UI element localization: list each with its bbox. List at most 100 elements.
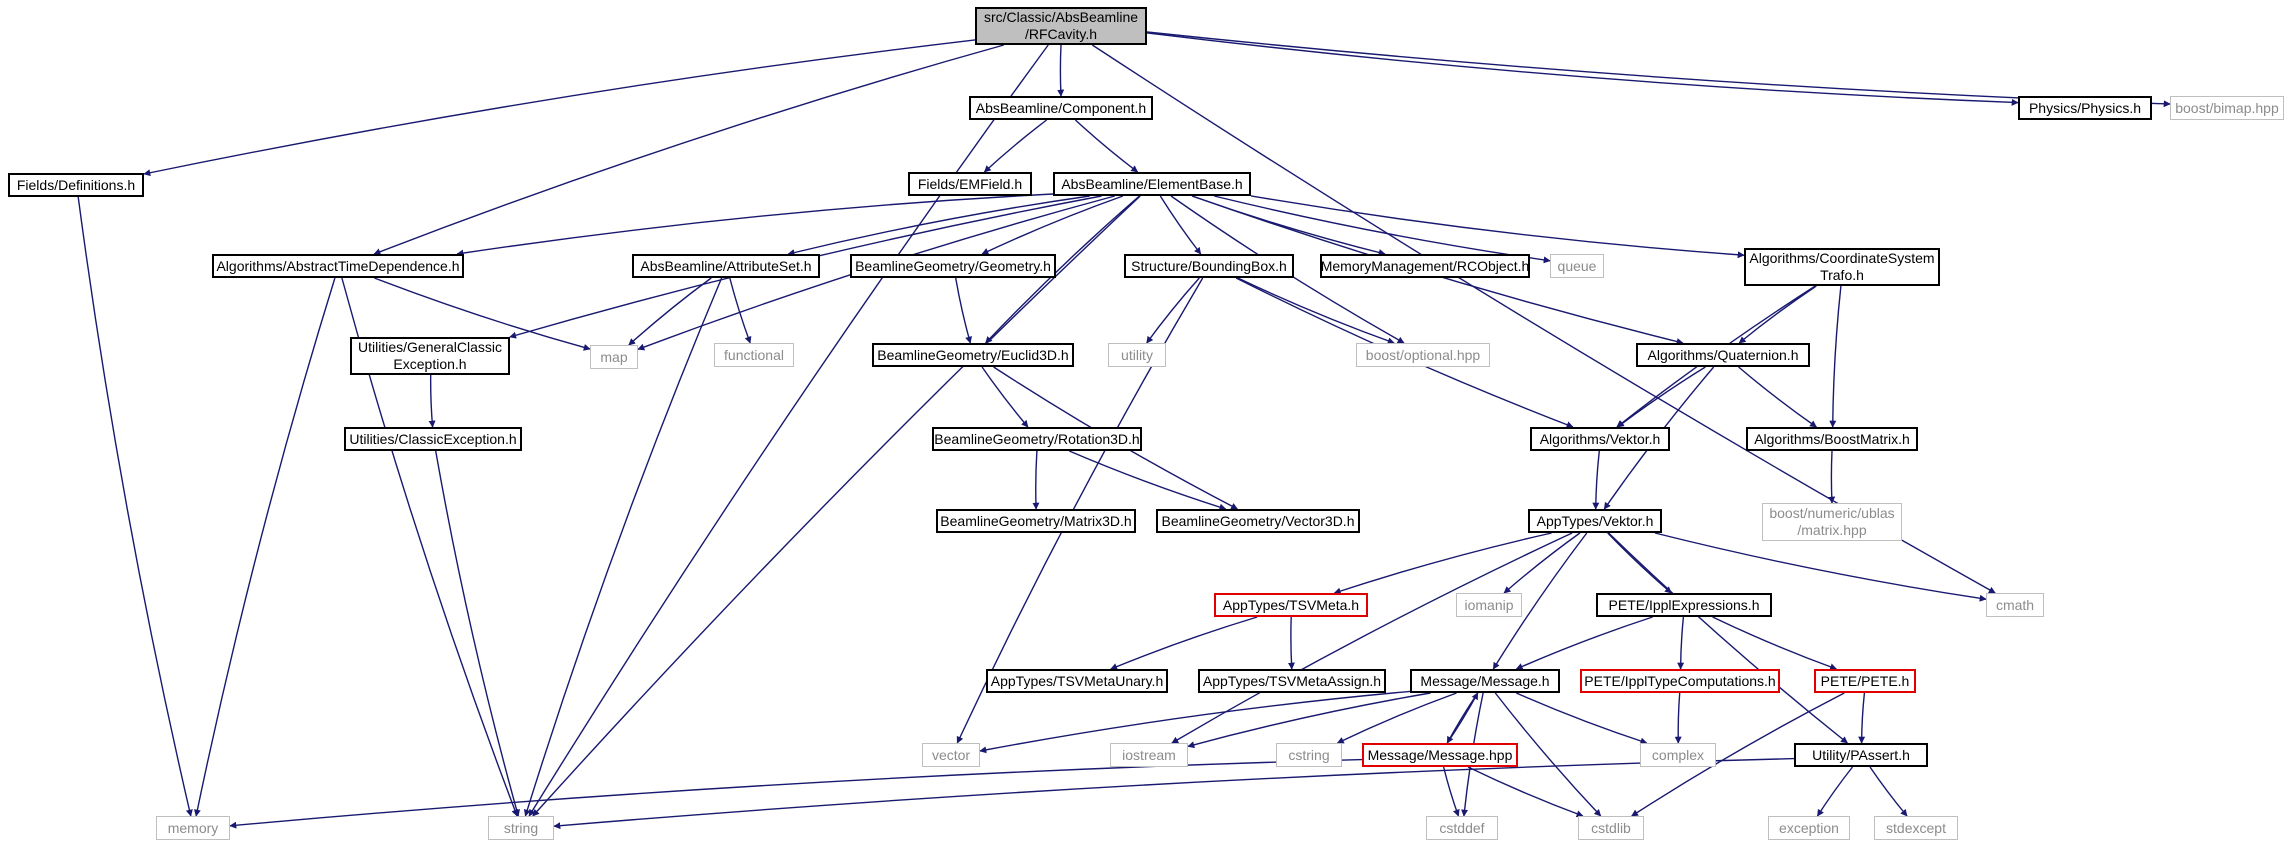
- edge-appvektor-to-message: [1492, 532, 1588, 670]
- edge-elementbase-to-euclid3d: [985, 195, 1140, 344]
- node-abstracttimedependence-h[interactable]: Algorithms/AbstractTimeDependence.h: [212, 254, 464, 278]
- edge-rotation3d-to-matrix3d: [1032, 450, 1040, 510]
- node-stdexcept: stdexcept: [1874, 816, 1958, 840]
- node-component-h[interactable]: AbsBeamline/Component.h: [969, 96, 1153, 120]
- node-euclid3d-h[interactable]: BeamlineGeometry/Euclid3D.h: [872, 343, 1074, 367]
- edge-passert-to-stdexcept: [1869, 766, 1908, 817]
- node-apptypes-vektor-h[interactable]: AppTypes/Vektor.h: [1528, 509, 1662, 533]
- edge-appvektor-to-tsvmeta: [1333, 532, 1552, 595]
- node-message-h[interactable]: Message/Message.h: [1410, 669, 1560, 693]
- edge-pete-to-passert: [1858, 692, 1866, 744]
- node-passert-h[interactable]: Utility/PAssert.h: [1794, 743, 1928, 767]
- node-boundingbox-h[interactable]: Structure/BoundingBox.h: [1124, 254, 1294, 278]
- node-cstring: cstring: [1276, 743, 1342, 767]
- node-string: string: [488, 816, 554, 840]
- edge-classicexc-to-string: [435, 450, 520, 817]
- edge-elementbase-to-rcobject: [1191, 195, 1386, 256]
- node-message-hpp[interactable]: Message/Message.hpp: [1362, 743, 1518, 767]
- edge-rfcavity-to-definitions: [143, 39, 976, 177]
- edge-appvektor-to-passert: [1608, 532, 1848, 744]
- node-queue: queue: [1550, 254, 1604, 278]
- edge-ippltype-to-complex: [1674, 692, 1682, 744]
- node-boostmatrix-h[interactable]: Algorithms/BoostMatrix.h: [1746, 427, 1918, 451]
- node-exception: exception: [1768, 816, 1850, 840]
- edge-elementbase-to-geometry: [981, 195, 1124, 255]
- node-rfcavity-h: src/Classic/AbsBeamline /RFCavity.h: [975, 7, 1147, 45]
- node-rotation3d-h[interactable]: BeamlineGeometry/Rotation3D.h: [932, 427, 1142, 451]
- node-iostream: iostream: [1110, 743, 1188, 767]
- edge-abstracttime-to-map: [374, 277, 591, 351]
- edge-ipplexpr-to-message: [1515, 616, 1653, 670]
- edge-rfcavity-to-string: [528, 44, 1049, 817]
- edge-algvektor-to-appvektor: [1592, 450, 1600, 510]
- edge-messagehpp-to-cstdlib: [1467, 766, 1584, 818]
- edge-component-to-elementbase: [1074, 119, 1139, 173]
- node-iomanip: iomanip: [1456, 593, 1522, 617]
- edge-euclid3d-to-rotation3d: [981, 366, 1029, 428]
- edge-message-to-iostream: [1187, 692, 1431, 749]
- edge-rfcavity-to-component: [1057, 44, 1065, 97]
- edge-tsvmeta-to-tsvunary: [1110, 616, 1258, 670]
- node-map: map: [590, 345, 638, 369]
- node-tsvmeta-h[interactable]: AppTypes/TSVMeta.h: [1214, 593, 1368, 617]
- node-boost-optional-hpp: boost/optional.hpp: [1356, 343, 1490, 367]
- edge-attributeset-to-string: [523, 277, 723, 817]
- node-ippltypecomputations-h[interactable]: PETE/IpplTypeComputations.h: [1580, 669, 1780, 693]
- node-cstddef: cstddef: [1426, 816, 1498, 840]
- edge-abstracttime-to-memory: [193, 277, 336, 817]
- node-tsvmetaassign-h[interactable]: AppTypes/TSVMetaAssign.h: [1198, 669, 1386, 693]
- edge-quaternion-to-algvektor: [1617, 366, 1706, 428]
- edge-boostmatrix-to-ublas: [1828, 450, 1836, 504]
- edge-elementbase-to-coordtrafo: [1250, 195, 1745, 259]
- node-coordinatesystemtrafo-h[interactable]: Algorithms/CoordinateSystem Trafo.h: [1744, 248, 1940, 286]
- edge-tsvmeta-to-tsvassign: [1287, 616, 1295, 670]
- edge-ipplexpr-to-pete: [1712, 616, 1838, 671]
- node-complex: complex: [1640, 743, 1716, 767]
- edge-rfcavity-to-physics: [1146, 32, 2019, 106]
- edge-rfcavity-to-bimap: [1146, 31, 2171, 108]
- edge-message-to-cstring: [1336, 692, 1457, 744]
- node-elementbase-h[interactable]: AbsBeamline/ElementBase.h: [1053, 172, 1251, 196]
- node-geometry-h[interactable]: BeamlineGeometry/Geometry.h: [850, 254, 1056, 278]
- edge-rfcavity-to-abstracttime: [373, 44, 1004, 255]
- node-classicexception-h[interactable]: Utilities/ClassicException.h: [344, 427, 522, 451]
- edge-appvektor-to-cmath: [1654, 532, 1987, 602]
- edge-passert-to-exception: [1816, 766, 1854, 817]
- edge-elementbase-to-queue: [1214, 195, 1551, 264]
- edge-attributeset-to-map: [628, 277, 712, 346]
- node-quaternion-h[interactable]: Algorithms/Quaternion.h: [1636, 343, 1810, 367]
- node-definitions-h[interactable]: Fields/Definitions.h: [8, 173, 144, 197]
- edge-elementbase-to-boundingbox: [1159, 195, 1202, 255]
- node-generalclassicexception-h[interactable]: Utilities/GeneralClassic Exception.h: [350, 337, 510, 375]
- node-tsvmetaunary-h[interactable]: AppTypes/TSVMetaUnary.h: [986, 669, 1168, 693]
- edge-messagehpp-to-memory: [229, 758, 1363, 829]
- edge-messagehpp-to-cstddef: [1442, 766, 1460, 817]
- edge-message-to-complex: [1516, 692, 1648, 745]
- node-vector3d-h[interactable]: BeamlineGeometry/Vector3D.h: [1156, 509, 1360, 533]
- node-matrix3d-h[interactable]: BeamlineGeometry/Matrix3D.h: [936, 509, 1136, 533]
- node-boost-ublas-matrix-hpp: boost/numeric/ublas /matrix.hpp: [1762, 503, 1902, 541]
- edge-boundingbox-to-utility: [1146, 277, 1200, 344]
- edge-quaternion-to-boostmatrix: [1738, 366, 1817, 428]
- node-ipplexpressions-h[interactable]: PETE/IpplExpressions.h: [1596, 593, 1772, 617]
- node-pete-h[interactable]: PETE/PETE.h: [1814, 669, 1916, 693]
- edge-message-to-cstdlib: [1494, 692, 1602, 817]
- edge-appvektor-to-iomanip: [1503, 532, 1581, 594]
- node-attributeset-h[interactable]: AbsBeamline/AttributeSet.h: [632, 254, 820, 278]
- edge-coordtrafo-to-quaternion: [1738, 285, 1817, 344]
- edge-component-to-emfield: [983, 119, 1048, 173]
- edge-rotation3d-to-vector3d: [1069, 450, 1227, 511]
- edge-boundingbox-to-optional: [1237, 277, 1395, 345]
- node-algorithms-vektor-h[interactable]: Algorithms/Vektor.h: [1530, 427, 1670, 451]
- node-utility: utility: [1108, 343, 1166, 367]
- node-physics-h[interactable]: Physics/Physics.h: [2018, 96, 2152, 120]
- node-functional: functional: [714, 343, 794, 367]
- edge-elementbase-to-attributeset: [787, 195, 1090, 256]
- edge-passert-to-string: [553, 757, 1795, 830]
- edge-elementbase-to-abstracttime: [456, 193, 1054, 257]
- node-cmath: cmath: [1986, 593, 2044, 617]
- edge-pete-to-cstdlib: [1631, 692, 1845, 817]
- node-emfield-h[interactable]: Fields/EMField.h: [908, 172, 1032, 196]
- node-rcobject-h[interactable]: MemoryManagement/RCObject.h: [1320, 254, 1530, 278]
